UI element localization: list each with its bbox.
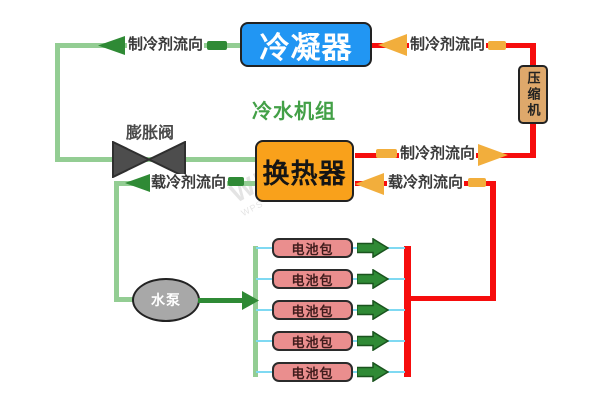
battery-3-inlet-connector — [256, 309, 273, 311]
battery-pack-3-label: 电池包 — [291, 303, 334, 319]
flow-label-refrigerant-mid: 制冷剂流向 — [399, 145, 477, 164]
green-connector-dash-top — [207, 41, 227, 50]
battery-pack-5: 电池包 — [272, 362, 353, 382]
battery-pack-2-label: 电池包 — [291, 272, 334, 288]
coolant-return-bus — [404, 246, 411, 377]
condenser-label: 冷凝器 — [259, 31, 353, 65]
expansion-valve-label: 膨胀阀 — [125, 125, 174, 142]
battery-pack-5-label: 电池包 — [291, 365, 334, 381]
coolant-supply-bus — [253, 246, 258, 377]
pipe-pump-inlet-stub — [114, 297, 144, 302]
green-connector-dash-coolant — [228, 177, 244, 186]
refrigerant-flow-left-arrow-icon — [98, 36, 125, 55]
pipe-coolant-supply-vertical — [114, 181, 119, 302]
pipe-coolant-return-vertical — [490, 181, 496, 301]
pipe-compressor-bottom-vertical — [530, 123, 536, 156]
refrigerant-to-condenser-arrow-icon — [378, 34, 407, 56]
battery-pack-2: 电池包 — [272, 269, 353, 289]
battery-4-flow-arrow-icon — [357, 331, 389, 351]
pipe-coolant-return-bottom-horizontal — [408, 296, 495, 301]
expansion-valve-icon — [112, 140, 186, 179]
flow-label-coolant-left: 载冷剂流向 — [150, 174, 228, 193]
battery-1-flow-arrow-icon — [357, 238, 389, 258]
battery-2-flow-arrow-icon — [357, 269, 389, 289]
refrigerant-to-compressor-arrow-icon — [478, 144, 508, 166]
battery-1-inlet-connector — [256, 247, 273, 249]
battery-2-inlet-connector — [256, 278, 273, 280]
condenser-node: 冷凝器 — [240, 22, 372, 67]
amber-connector-dash-coolant — [468, 178, 486, 187]
pipe-compressor-top-vertical — [530, 43, 536, 67]
battery-5-inlet-connector — [256, 371, 273, 373]
battery-pack-3: 电池包 — [272, 300, 353, 320]
amber-connector-dash-mid — [376, 149, 397, 158]
flow-label-coolant-right: 载冷剂流向 — [387, 174, 465, 193]
battery-4-inlet-connector — [256, 340, 273, 342]
heat-exchanger-label: 换热器 — [262, 158, 347, 189]
amber-connector-dash-top — [488, 41, 506, 50]
battery-3-flow-arrow-icon — [357, 300, 389, 320]
heat-exchanger-node: 换热器 — [255, 140, 354, 202]
battery-pack-1-label: 电池包 — [291, 241, 334, 257]
battery-pack-4: 电池包 — [272, 331, 353, 351]
pump-outlet-arrow-icon — [242, 291, 259, 310]
flow-label-refrigerant-top-right: 制冷剂流向 — [409, 36, 487, 55]
chiller-unit-title: 冷水机组 — [252, 101, 336, 123]
pump-label: 水泵 — [151, 292, 181, 308]
battery-pack-1: 电池包 — [272, 238, 353, 258]
coolant-return-arrow-icon — [355, 173, 384, 195]
pump-node: 水泵 — [132, 278, 200, 322]
flow-label-refrigerant-top-left: 制冷剂流向 — [127, 36, 205, 55]
expansion-valve-node — [112, 140, 186, 179]
compressor-node: 压缩机 — [518, 65, 548, 124]
pump-outlet-line — [198, 298, 246, 303]
pipe-green-left-vertical — [55, 43, 60, 162]
coolant-supply-arrow-icon — [125, 174, 150, 192]
compressor-label: 压缩机 — [525, 70, 541, 119]
battery-5-flow-arrow-icon — [357, 362, 389, 382]
battery-pack-4-label: 电池包 — [291, 334, 334, 350]
